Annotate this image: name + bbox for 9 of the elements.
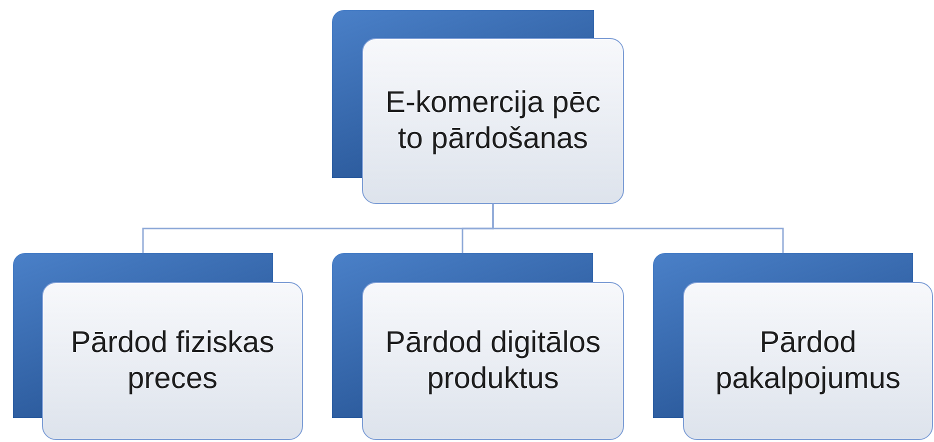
process-box	[332, 10, 624, 204]
process-box	[13, 253, 303, 440]
box-label: Pārdod fiziskas preces	[70, 325, 276, 397]
box-label: Pārdod pakalpojumus	[714, 325, 902, 397]
process-box	[653, 253, 933, 440]
connector-line	[492, 204, 784, 253]
box-label: Pārdod digitālos produktus	[384, 325, 602, 397]
process-box	[332, 253, 624, 440]
box-label: E-komercija pēc to pārdošanas	[384, 85, 602, 157]
